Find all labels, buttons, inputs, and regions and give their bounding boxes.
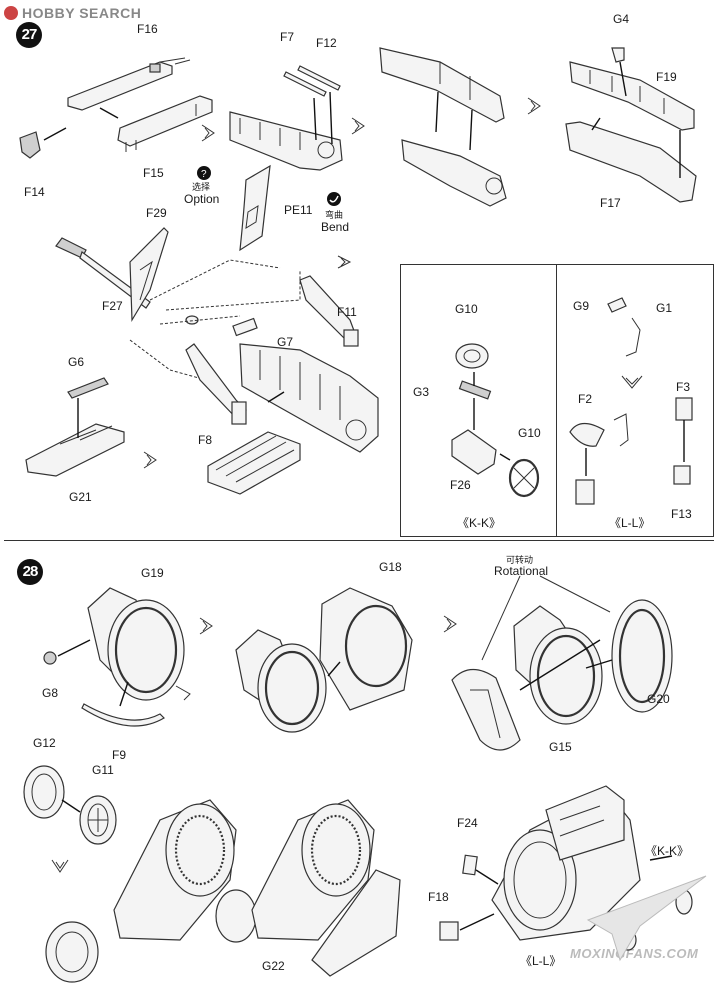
label-option-en: Option xyxy=(184,192,220,206)
part-g4-f19-f17 xyxy=(565,47,697,203)
label-g18: G18 xyxy=(379,560,402,574)
label-bend-cn: 弯曲 xyxy=(325,210,344,220)
step-28-marker: 28 xyxy=(17,559,43,585)
label-g12: G12 xyxy=(33,736,56,750)
arrow-hatch-7 xyxy=(443,615,457,633)
part-g20-g15-assembly xyxy=(451,599,673,751)
label-f9: F9 xyxy=(112,748,127,762)
part-sprocket-assembly-2 xyxy=(251,799,401,977)
part-g8 xyxy=(43,651,57,665)
label-g11: G11 xyxy=(92,763,114,777)
step-27-marker: 27 xyxy=(16,22,42,48)
part-f9 xyxy=(81,703,165,727)
label-f8: F8 xyxy=(198,433,213,447)
part-f14 xyxy=(19,131,41,159)
logo-text: HOBBY SEARCH xyxy=(22,5,142,21)
arrow-hatch-4 xyxy=(143,451,157,469)
part-g6 xyxy=(67,377,109,399)
label-kk-g10-bottom: G10 xyxy=(518,426,541,440)
label-option-cn: 选择 xyxy=(192,182,211,192)
hobby-search-logo: HOBBY SEARCH xyxy=(4,5,174,23)
label-f15: F15 xyxy=(143,166,164,180)
label-g7: G7 xyxy=(277,335,294,349)
label-ll-ref: 《L-L》 xyxy=(520,954,562,968)
part-chassis-1 xyxy=(229,111,343,171)
label-kk-f26: F26 xyxy=(450,478,471,492)
part-g19-assembly xyxy=(87,587,191,701)
part-tray xyxy=(207,431,301,495)
label-ll-g1: G1 xyxy=(656,301,673,315)
label-g21: G21 xyxy=(69,490,92,504)
label-f7: F7 xyxy=(280,30,295,44)
part-f16 xyxy=(67,57,191,111)
svg-text:?: ? xyxy=(201,169,207,180)
moxingfans-watermark: MOXINGFANS.COM xyxy=(570,946,699,961)
logo-icon xyxy=(4,6,18,20)
part-f24 xyxy=(462,854,478,876)
label-g8: G8 xyxy=(42,686,59,700)
label-f16: F16 xyxy=(137,22,158,36)
arrow-hatch-6 xyxy=(199,617,213,635)
label-kk-ref: 《K-K》 xyxy=(645,844,690,858)
arrow-hatch-ll xyxy=(621,375,643,389)
label-f18: F18 xyxy=(428,890,449,904)
label-g19: G19 xyxy=(141,566,164,580)
label-kk-g10-top: G10 xyxy=(455,302,478,316)
part-chassis-main xyxy=(239,343,379,453)
part-g12-g11 xyxy=(23,765,117,845)
part-f15 xyxy=(117,95,213,152)
label-g15: G15 xyxy=(549,740,572,754)
part-wheel-bottom xyxy=(45,921,99,983)
part-final-assembly xyxy=(491,785,693,951)
part-f7-f12 xyxy=(283,65,341,97)
plane-logo-icon xyxy=(586,875,707,962)
part-f18 xyxy=(439,921,459,941)
label-f29: F29 xyxy=(146,206,167,220)
bend-icon xyxy=(327,192,341,206)
label-f19: F19 xyxy=(656,70,677,84)
arrow-hatch-1 xyxy=(201,124,215,142)
label-f27: F27 xyxy=(102,299,123,313)
label-f17: F17 xyxy=(600,196,621,210)
label-pe11: PE11 xyxy=(284,203,313,217)
kk-parts xyxy=(451,343,540,498)
step-divider xyxy=(4,540,714,541)
ll-detail-box xyxy=(556,264,714,537)
label-f24: F24 xyxy=(457,816,478,830)
label-ll-caption: 《L-L》 xyxy=(609,516,651,530)
ll-parts xyxy=(569,297,693,505)
arrow-hatch-3 xyxy=(527,97,541,115)
label-kk-g3: G3 xyxy=(413,385,430,399)
label-ll-f13: F13 xyxy=(671,507,692,521)
question-icon: ? xyxy=(197,166,211,180)
label-ll-g9: G9 xyxy=(573,299,590,313)
part-g18-assembly xyxy=(235,587,413,733)
label-f14: F14 xyxy=(24,185,45,199)
arrow-hatch-5 xyxy=(337,255,352,269)
label-f11: F11 xyxy=(337,305,357,319)
label-bend-en: Bend xyxy=(321,220,350,234)
part-sprocket-assembly-1 xyxy=(113,799,257,943)
part-g7 xyxy=(232,317,258,337)
label-f12: F12 xyxy=(316,36,337,50)
part-g21 xyxy=(25,423,125,477)
part-chassis-2 xyxy=(379,47,507,207)
label-g22: G22 xyxy=(262,959,285,973)
label-g4: G4 xyxy=(613,12,630,26)
label-rotational-cn: 可转动 xyxy=(506,555,534,565)
arrow-hatch-8 xyxy=(51,859,69,873)
label-ll-f2: F2 xyxy=(578,392,593,406)
label-g20: G20 xyxy=(647,692,670,706)
part-f29 xyxy=(129,227,169,323)
label-g6: G6 xyxy=(68,355,85,369)
arrow-hatch-2 xyxy=(351,117,365,135)
label-rotational-en: Rotational xyxy=(494,564,549,578)
label-ll-f3: F3 xyxy=(676,380,691,394)
label-kk-caption: 《K-K》 xyxy=(457,516,502,530)
